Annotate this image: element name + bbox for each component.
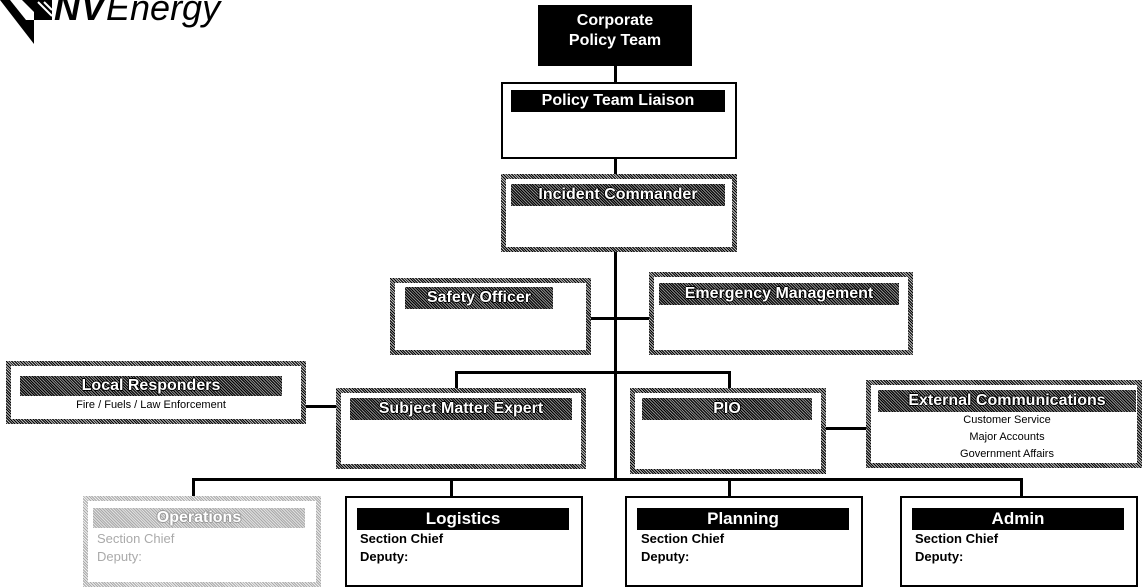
pio-title: PIO bbox=[642, 398, 812, 420]
connector bbox=[614, 252, 617, 480]
corporate-line2: Policy Team bbox=[568, 32, 662, 49]
external-item: Government Affairs bbox=[960, 448, 1054, 460]
company-logo: NVEnergy bbox=[54, 0, 220, 28]
connector bbox=[305, 405, 337, 408]
operations-deputy: Deputy: bbox=[97, 549, 142, 564]
safety-officer-box bbox=[390, 278, 591, 355]
nv-energy-logo-mark-icon bbox=[0, 0, 53, 44]
operations-section-chief: Section Chief bbox=[97, 531, 175, 546]
connector bbox=[1020, 478, 1023, 496]
connector bbox=[455, 371, 731, 374]
logistics-section-chief: Section Chief bbox=[360, 531, 444, 546]
logistics-deputy: Deputy: bbox=[360, 549, 409, 564]
admin-title: Admin bbox=[912, 508, 1124, 530]
connector bbox=[728, 371, 731, 389]
admin-deputy: Deputy: bbox=[915, 549, 964, 564]
local-responders-title: Local Responders bbox=[20, 376, 282, 396]
incident-commander-title: Incident Commander bbox=[511, 184, 725, 206]
planning-title: Planning bbox=[637, 508, 849, 530]
planning-deputy: Deputy: bbox=[641, 549, 690, 564]
external-item: Customer Service bbox=[963, 414, 1051, 426]
safety-officer-title: Safety Officer bbox=[405, 287, 553, 309]
operations-title: Operations bbox=[93, 508, 305, 528]
connector bbox=[450, 478, 453, 496]
connector bbox=[192, 478, 1023, 481]
planning-section-chief: Section Chief bbox=[641, 531, 725, 546]
external-communications-title: External Communications bbox=[878, 390, 1136, 412]
connector bbox=[590, 317, 650, 320]
corporate-policy-team-box: Corporate Policy Team bbox=[538, 5, 692, 66]
logistics-title: Logistics bbox=[357, 508, 569, 530]
policy-team-liaison-title: Policy Team Liaison bbox=[511, 90, 725, 112]
logo-energy: Energy bbox=[106, 0, 221, 28]
external-item: Major Accounts bbox=[969, 431, 1045, 443]
connector bbox=[455, 371, 458, 389]
logo-nv: NV bbox=[54, 0, 107, 28]
connector bbox=[192, 478, 195, 496]
local-responders-subtitle: Fire / Fuels / Law Enforcement bbox=[76, 399, 226, 411]
connector bbox=[728, 478, 731, 496]
emergency-management-title: Emergency Management bbox=[659, 283, 899, 305]
corporate-line1: Corporate bbox=[576, 12, 654, 29]
connector bbox=[614, 158, 617, 174]
connector bbox=[614, 66, 617, 82]
admin-section-chief: Section Chief bbox=[915, 531, 999, 546]
connector bbox=[824, 427, 866, 430]
subject-matter-expert-title: Subject Matter Expert bbox=[350, 398, 572, 420]
